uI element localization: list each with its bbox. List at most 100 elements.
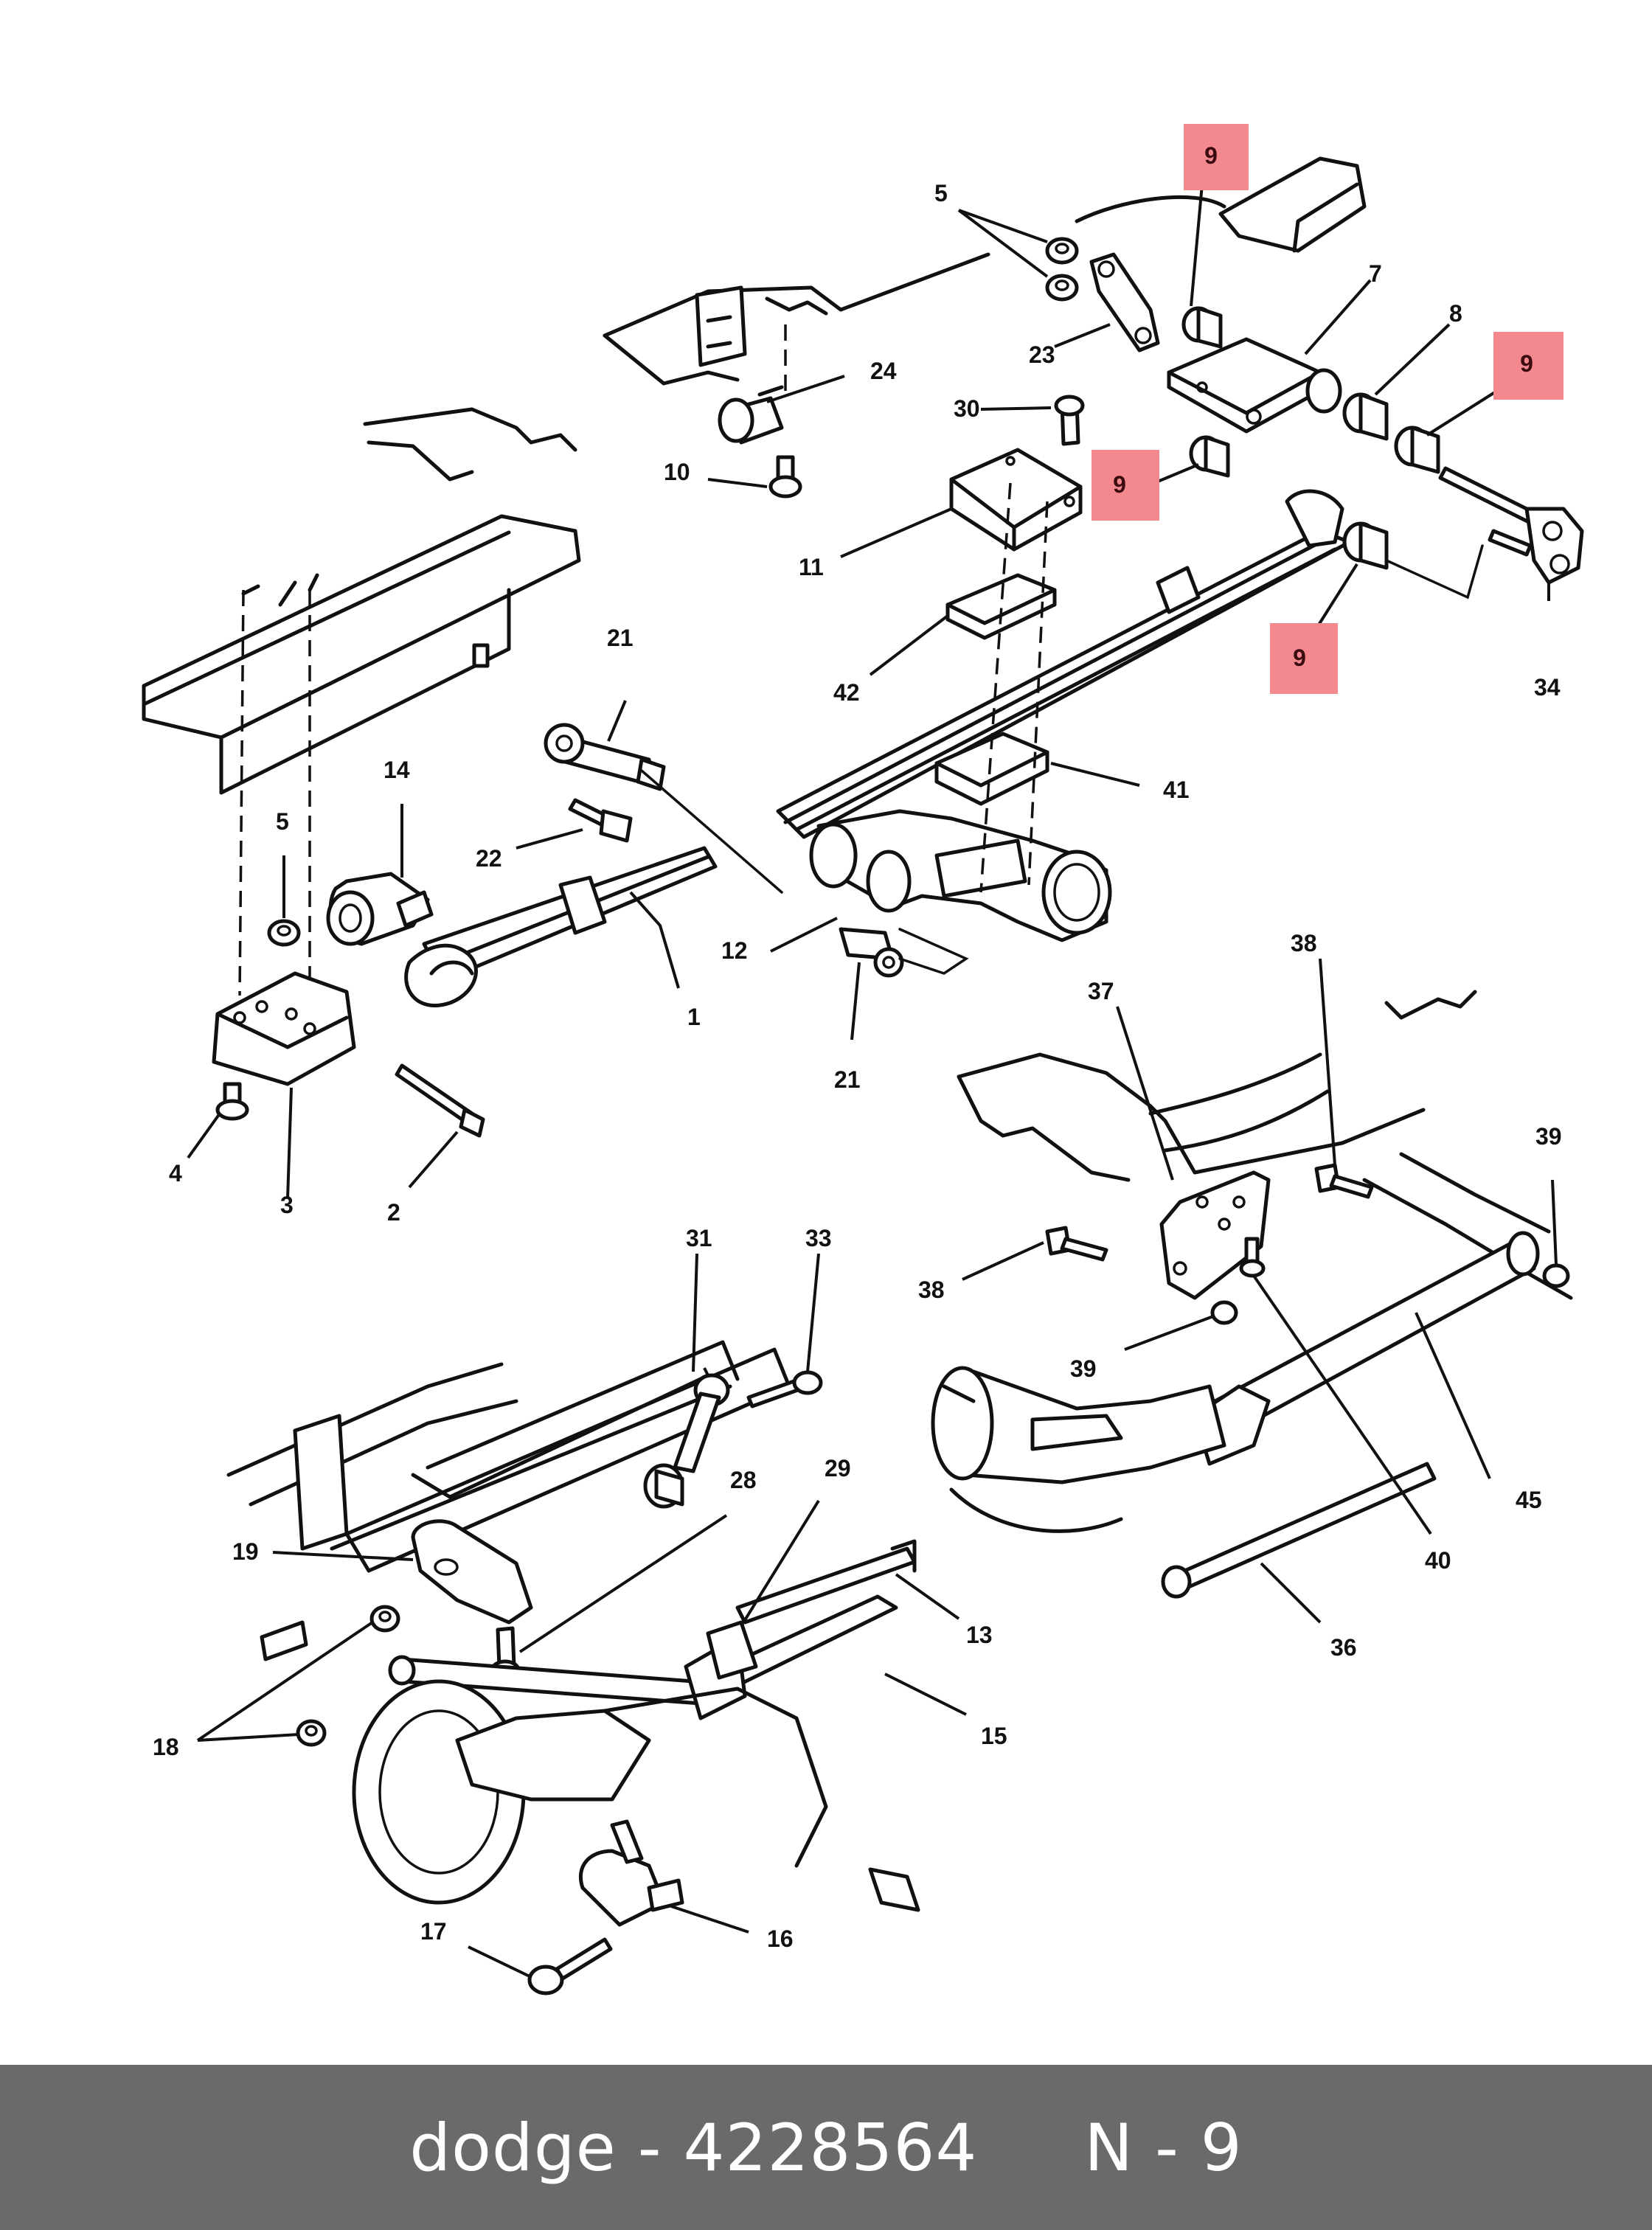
callout-37: 37 — [1088, 978, 1114, 1004]
front-frame-rail-lower — [226, 1340, 791, 1573]
spacer-42 — [945, 573, 1057, 640]
ubolt-dash-a — [979, 482, 1012, 893]
stabilizer-bar-13 — [735, 1539, 917, 1625]
callout-labels: 5 7 8 23 24 10 30 11 42 34 21 41 14 22 5… — [153, 180, 1562, 1952]
bolt-10 — [768, 455, 802, 499]
bolt-4 — [215, 1082, 249, 1121]
callout-31: 31 — [686, 1225, 712, 1251]
callout-34: 34 — [1534, 674, 1561, 701]
callout-21-upper: 21 — [607, 625, 634, 651]
callout-9-right: 9 — [1520, 350, 1533, 377]
bolt-33 — [746, 1370, 823, 1408]
caption-separator: - — [616, 2109, 684, 2186]
caption-gap — [977, 2110, 1084, 2186]
frame-bracket-top — [1075, 156, 1367, 253]
brand-name: dodge — [409, 2109, 617, 2186]
bolt-40 — [1239, 1237, 1266, 1278]
nuts-5-top — [1045, 237, 1079, 302]
bushing-9-mid — [1189, 435, 1230, 478]
highlight-box-9-right: 9 — [1493, 332, 1564, 400]
spacer-41 — [934, 732, 1049, 806]
callout-38-top: 38 — [1291, 930, 1317, 956]
callout-14: 14 — [384, 757, 410, 783]
callout-9-left: 9 — [1113, 471, 1126, 498]
callout-40: 40 — [1425, 1547, 1451, 1574]
bushing-9-upper — [1181, 306, 1223, 349]
bolt-30 — [1054, 395, 1085, 446]
callout-41: 41 — [1163, 777, 1190, 803]
left-frame-rail — [142, 407, 581, 996]
rear-axle-housing — [809, 809, 1112, 942]
footer-caption: dodge - 4228564 N - 9 — [0, 2065, 1652, 2230]
shock-center-line — [640, 769, 783, 894]
callout-42: 42 — [833, 679, 860, 706]
callout-39-lower: 39 — [1070, 1355, 1097, 1382]
bolts-38 — [1045, 1163, 1374, 1262]
callout-24: 24 — [870, 358, 897, 384]
leader-lines — [187, 184, 1558, 1978]
ubolt-dash-b — [1027, 501, 1049, 886]
callout-21-lower: 21 — [834, 1066, 861, 1093]
stabilizer-retainer-16 — [578, 1819, 684, 1927]
leaf-spring-right — [776, 489, 1352, 839]
suspension-exploded-view: 9 9 9 9 5 7 8 23 24 10 30 11 42 34 21 41… — [142, 124, 1584, 1995]
part-number: 4228564 — [683, 2109, 978, 2186]
callout-16: 16 — [767, 1925, 794, 1952]
bolt-2 — [395, 1063, 485, 1138]
callout-9-top: 9 — [1204, 142, 1218, 169]
callout-4: 4 — [169, 1160, 182, 1187]
front-wheel-hub — [352, 1679, 828, 1905]
callout-30: 30 — [954, 395, 980, 422]
highlight-box-9-lower: 9 — [1270, 623, 1338, 694]
callout-2: 2 — [387, 1199, 400, 1226]
diagram-reference: N - 9 — [1084, 2109, 1243, 2186]
retainer-clip-left — [260, 1620, 308, 1661]
callout-33: 33 — [805, 1225, 832, 1251]
callout-5-top: 5 — [934, 180, 948, 206]
front-axle-tube — [931, 1366, 1226, 1533]
stabilizer-nuts-18 — [296, 1605, 400, 1747]
front-frame-crossmember — [957, 990, 1573, 1300]
callout-1: 1 — [687, 1004, 701, 1030]
callout-23: 23 — [1029, 341, 1055, 368]
shock-absorber-lower-21 — [839, 927, 969, 978]
shackle-bolt-34 — [1438, 466, 1584, 585]
shackle-leader-line — [1385, 544, 1484, 600]
shock-bracket-14 — [326, 872, 434, 946]
callout-22: 22 — [476, 845, 502, 872]
callout-17: 17 — [420, 1918, 447, 1945]
callout-10: 10 — [664, 459, 690, 485]
track-bar-bracket-37 — [1159, 1170, 1271, 1300]
footer-bar: dodge - 4228564 N - 9 — [0, 2065, 1652, 2230]
shackle-bracket-7 — [1167, 337, 1342, 434]
stabilizer-link-31 — [643, 1373, 730, 1509]
callout-13: 13 — [966, 1622, 993, 1648]
bushing-8 — [1342, 392, 1389, 441]
shock-absorber-upper-21 — [544, 723, 666, 791]
callout-19: 19 — [232, 1538, 259, 1565]
highlight-box-9-left: 9 — [1092, 450, 1159, 521]
callout-39-right: 39 — [1535, 1123, 1562, 1150]
callout-12: 12 — [721, 937, 748, 964]
bushing-24 — [718, 385, 784, 445]
bushing-9-lower — [1342, 521, 1389, 570]
bolt-22 — [568, 798, 633, 843]
callout-9-lower: 9 — [1293, 645, 1306, 671]
callout-45: 45 — [1516, 1487, 1542, 1513]
bolt-17 — [527, 1937, 613, 1995]
highlight-box-9-top: 9 — [1184, 124, 1249, 190]
spring-front-hanger — [603, 252, 990, 386]
stabilizer-bracket-19 — [411, 1519, 533, 1625]
stabilizer-bushing-29 — [706, 1620, 758, 1680]
shackle-plate-23 — [1089, 252, 1160, 352]
spring-plate-11 — [949, 448, 1083, 552]
callout-5-left: 5 — [276, 808, 289, 835]
callout-7: 7 — [1369, 260, 1382, 287]
callout-15: 15 — [981, 1723, 1007, 1749]
leaf-spring-left — [404, 846, 718, 1008]
callout-18: 18 — [153, 1734, 179, 1760]
callout-29: 29 — [825, 1455, 851, 1482]
callout-36: 36 — [1330, 1634, 1357, 1661]
retainer-clip-right — [868, 1867, 920, 1912]
